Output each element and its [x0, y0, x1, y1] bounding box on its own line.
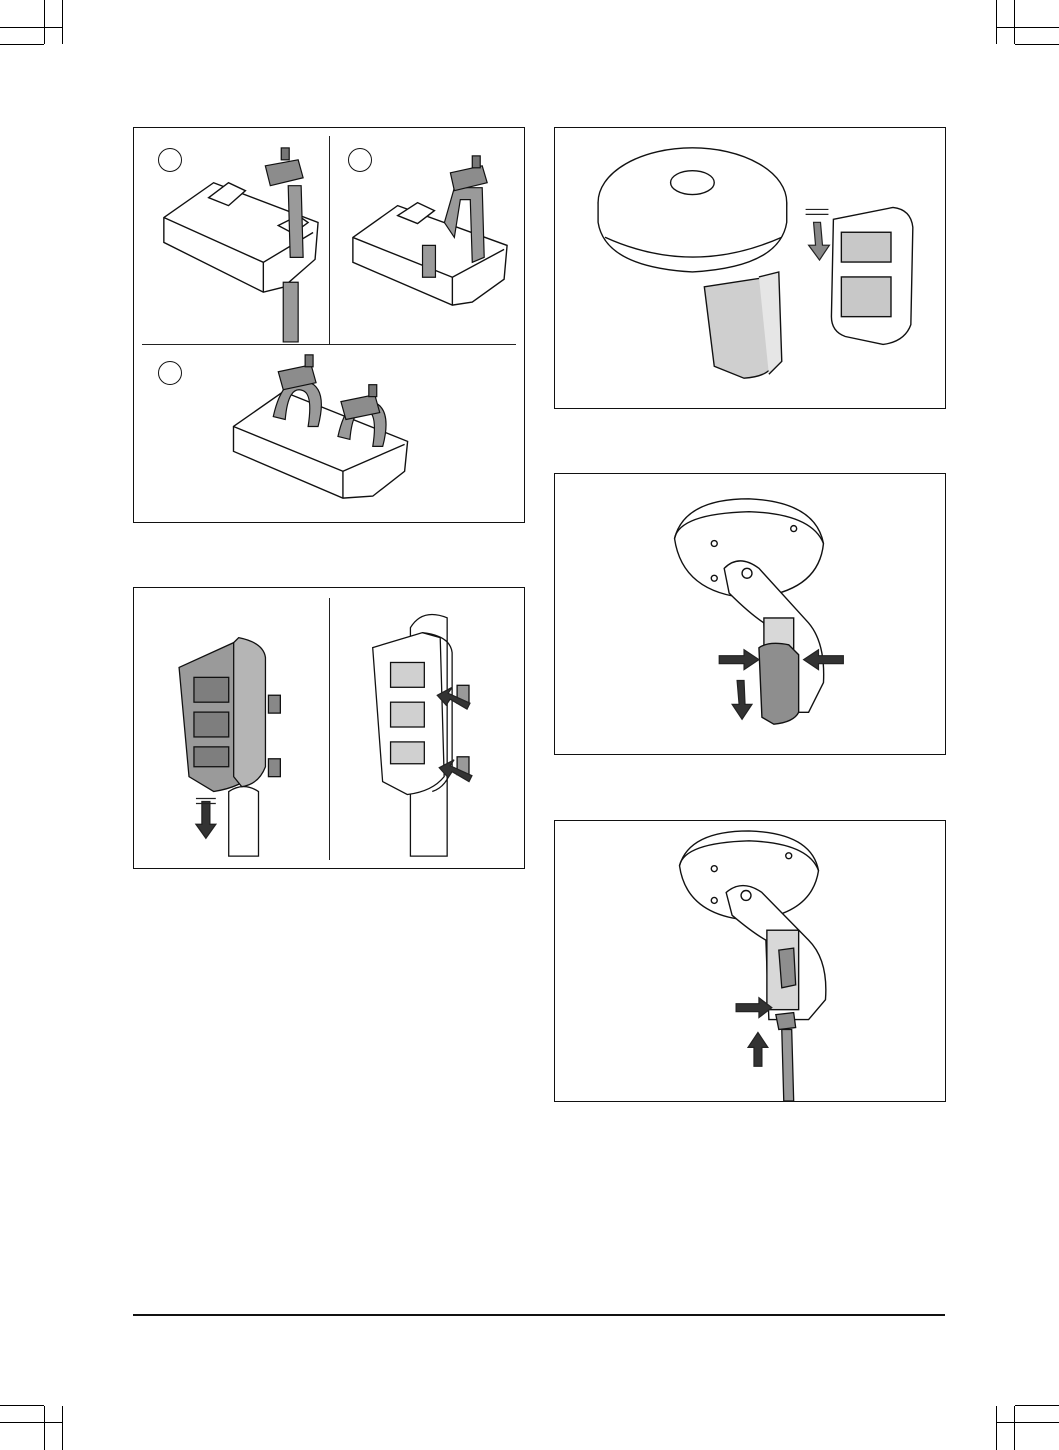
figure-antenna-cover-slide [554, 127, 946, 409]
cover-pressed [759, 643, 799, 724]
cable [782, 1030, 794, 1101]
crop-mark [62, 0, 63, 44]
pole-left [229, 787, 259, 857]
crop-mark [1015, 1405, 1059, 1406]
arrow-press-left [719, 650, 759, 670]
crop-mark [996, 1406, 997, 1450]
arrow-slide-down [806, 209, 830, 260]
crop-mark [997, 27, 1059, 28]
crop-mark [1015, 44, 1059, 45]
figure-cable-connect [554, 820, 946, 1102]
crop-mark [1014, 0, 1015, 44]
antenna-dome [598, 148, 787, 272]
figure-antenna-cover-press [554, 473, 946, 755]
crop-mark [0, 27, 62, 28]
crop-mark [44, 0, 45, 44]
crop-mark [0, 44, 44, 45]
crop-mark [62, 1406, 63, 1450]
arrow-down-left [196, 798, 216, 838]
antenna-stem [704, 272, 781, 378]
arrow-pull-down [732, 681, 752, 720]
crop-mark [1014, 1406, 1015, 1450]
strap-assembly-illustration [134, 128, 524, 522]
crop-mark [0, 1422, 62, 1423]
crop-mark [997, 1422, 1059, 1423]
figure-strap-assembly [133, 127, 525, 523]
bracket-left [179, 638, 280, 792]
crop-mark [996, 0, 997, 44]
footer-rule [133, 1314, 945, 1316]
cable-connect-illustration [555, 821, 945, 1101]
antenna-cover-slide-illustration [555, 128, 945, 408]
antenna-cover-press-illustration [555, 474, 945, 754]
crop-mark [44, 1406, 45, 1450]
crop-mark [0, 1405, 44, 1406]
cover-panel [831, 207, 912, 344]
figure-bracket-on-pole [133, 587, 525, 869]
arrow-push-up [748, 1032, 768, 1066]
bracket-on-pole-illustration [134, 588, 524, 868]
